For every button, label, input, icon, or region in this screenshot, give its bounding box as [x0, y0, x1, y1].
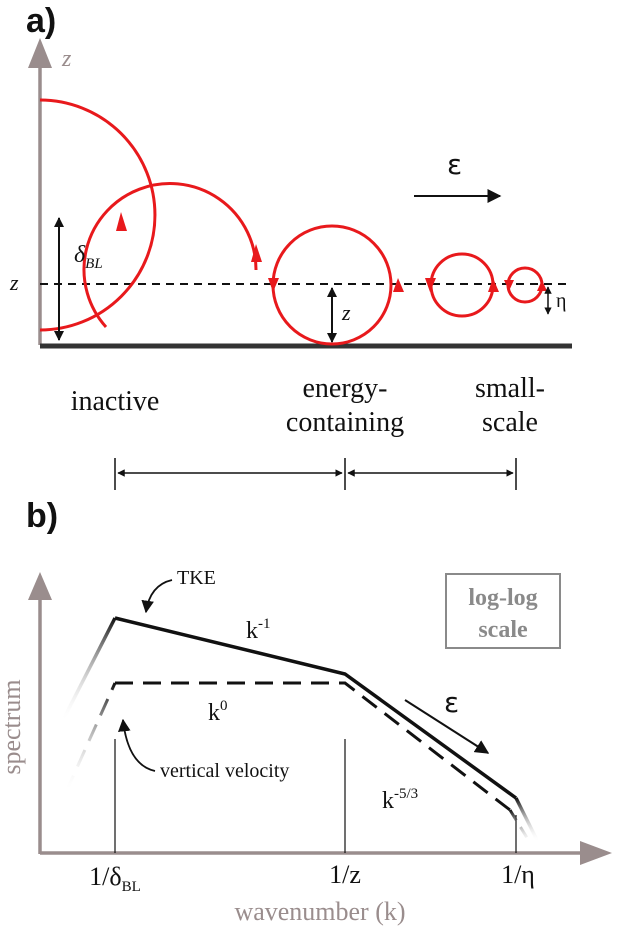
tke-spectrum — [60, 616, 540, 843]
eddies — [39, 98, 544, 346]
tick-label-z: 1/z — [329, 860, 361, 889]
region-energy-line1: energy- — [303, 373, 388, 404]
tke-rising-segment — [60, 617, 117, 723]
x-axis-arrowhead-icon — [580, 841, 612, 865]
vertical-velocity-label: vertical velocity — [160, 760, 289, 782]
z-level-label: z — [9, 270, 19, 295]
region-energy-line2: containing — [286, 407, 404, 438]
spectrum-axes — [28, 572, 612, 865]
epsilon-label-b: ε — [444, 686, 459, 719]
tick-label-eta: 1/η — [501, 860, 535, 889]
tke-label: TKE — [177, 567, 216, 589]
eddy-arrowheads — [116, 212, 547, 292]
vertical-velocity-spectrum — [64, 681, 534, 847]
region-small-line1: small- — [475, 373, 545, 404]
x-axis-label: wavenumber (k) — [234, 897, 405, 926]
panel-a: a) z z — [9, 2, 572, 490]
vv-main-line — [115, 681, 511, 812]
panel-b: b) spectrum wavenumber (k) — [0, 497, 612, 926]
scale-box-line2: scale — [478, 617, 528, 643]
region-inactive: inactive — [71, 386, 160, 417]
range-arrows — [114, 458, 517, 490]
delta-bl-label: δBL — [74, 242, 103, 272]
z-axis: z — [28, 38, 72, 345]
z-axis-arrowhead-icon — [28, 38, 52, 68]
vv-falling-segment — [508, 809, 534, 847]
tke-main-line — [114, 616, 518, 800]
z-axis-label: z — [61, 46, 72, 72]
vertical-velocity-pointer-arrow — [117, 718, 156, 772]
panel-b-label: b) — [26, 497, 58, 535]
region-small-line2: scale — [482, 407, 538, 438]
scale-box-line1: log-log — [468, 585, 537, 611]
y-axis-label: spectrum — [0, 679, 26, 774]
slope-k-minus53: k-5/3 — [382, 786, 418, 814]
epsilon-arrow-b — [404, 699, 490, 754]
epsilon-label-a: ε — [447, 148, 462, 181]
eddy-inactive-medium — [82, 182, 258, 328]
slope-k-0: k0 — [208, 698, 228, 726]
slope-k-minus1: k-1 — [246, 616, 271, 644]
eddy-inactive-large — [39, 98, 157, 332]
y-axis-arrowhead-icon — [28, 572, 52, 600]
eddy-z-label: z — [341, 300, 351, 325]
tick-lines — [114, 739, 517, 853]
tke-pointer-arrow — [141, 579, 173, 614]
tke-falling-segment — [514, 797, 540, 843]
tick-label-delta: 1/δBL — [89, 862, 141, 895]
log-log-scale-box: log-log scale — [445, 573, 561, 649]
panel-a-label: a) — [26, 2, 56, 40]
vv-rising-segment — [64, 682, 117, 793]
eta-label: η — [556, 290, 566, 312]
